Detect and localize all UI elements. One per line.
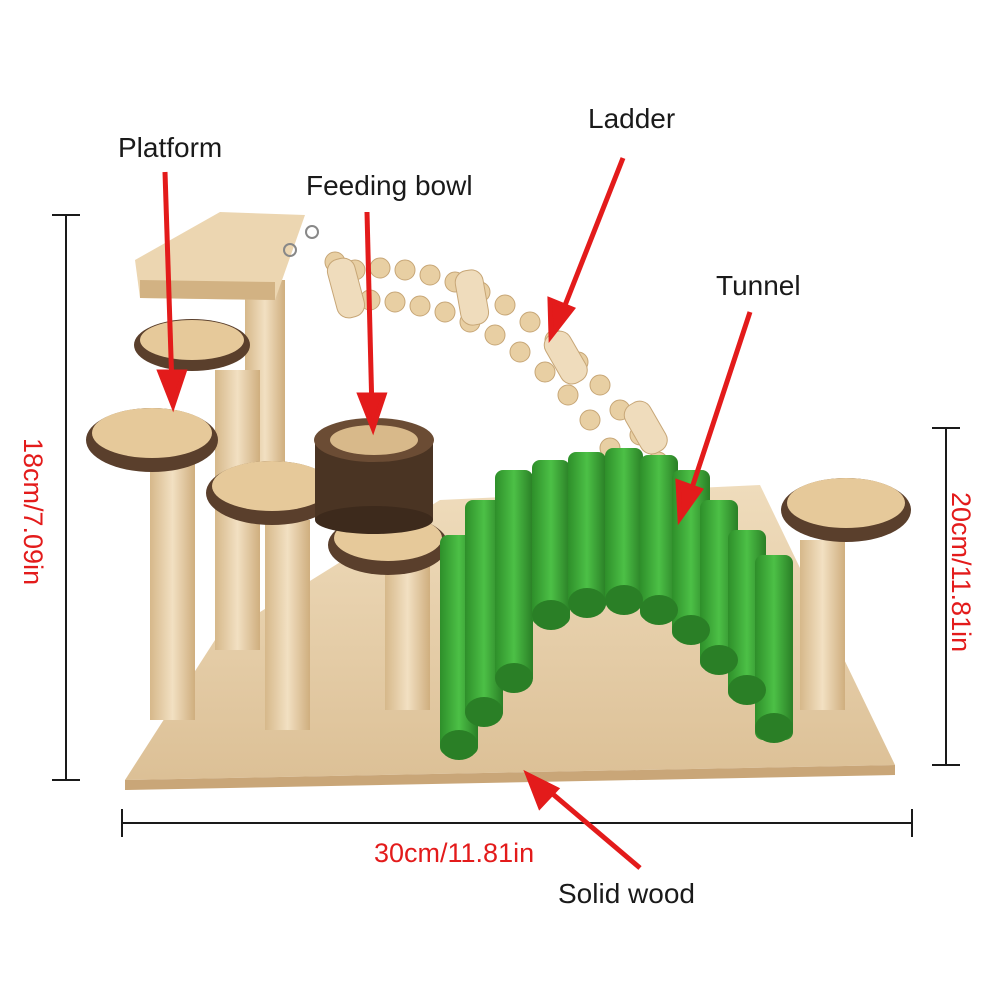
solid-wood-label: Solid wood [558,878,695,909]
width-dimension: 30cm/11.81in [374,838,535,868]
platform-arrow [162,171,175,389]
platform-label: Platform [118,132,223,163]
height-right-dimension: 20cm/11.81in [946,492,976,653]
tunnel-arrow [685,311,753,501]
ladder-label: Ladder [588,103,676,134]
solid-wood-arrow [546,788,642,870]
feeding-bowl [314,418,434,534]
tunnel-label: Tunnel [716,270,801,301]
round-platforms [86,319,911,575]
ladder-arrow [557,157,626,319]
height-left-dimension: 18cm/7.09in [18,438,48,586]
feeding-bowl-label: Feeding bowl [306,170,473,201]
bead-ladder [324,251,669,486]
callout-arrows [156,157,753,870]
dimension-lines [52,214,960,837]
feeding-bowl-arrow [364,211,375,413]
